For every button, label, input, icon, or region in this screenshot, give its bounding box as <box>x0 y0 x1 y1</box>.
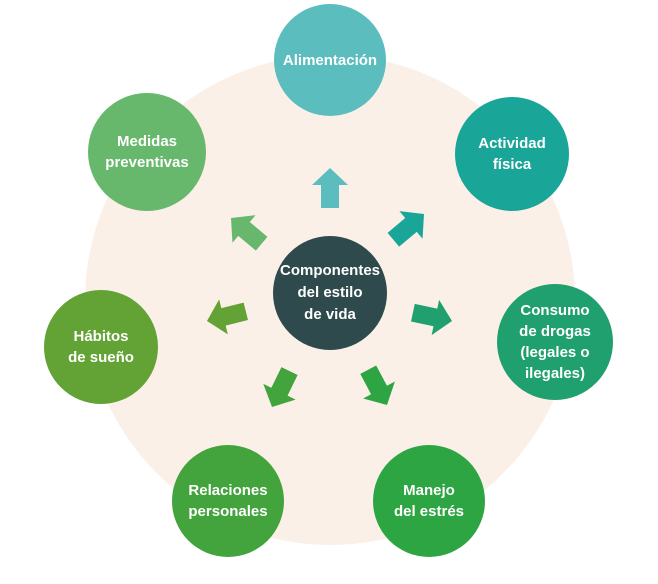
arrow-to-consumo <box>411 299 452 336</box>
node-actividad-fisica: Actividad física <box>455 97 569 211</box>
node-label: Relaciones personales <box>188 482 268 520</box>
arrow-to-manejo <box>360 365 395 405</box>
center-node: Componentes del estilo de vida <box>273 236 387 350</box>
node-label: Consumo de drogas (legales o ilegales) <box>519 302 591 382</box>
node-label: Actividad física <box>478 135 546 173</box>
arrow-to-relaciones <box>263 367 298 407</box>
node-label: Hábitos de sueño <box>68 328 134 366</box>
node-manejo-del-estres: Manejo del estrés <box>373 445 485 557</box>
node-alimentacion: Alimentación <box>274 4 386 116</box>
arrow-to-actividad <box>387 211 424 247</box>
node-medidas-preventivas: Medidas preventivas <box>88 93 206 211</box>
node-consumo-de-drogas: Consumo de drogas (legales o ilegales) <box>497 284 613 400</box>
arrow-to-alimentacion <box>312 168 348 208</box>
center-label: Componentes del estilo de vida <box>280 262 381 323</box>
node-habitos-de-sueno: Hábitos de sueño <box>44 290 158 404</box>
node-label: Alimentación <box>282 51 378 69</box>
node-relaciones-personales: Relaciones personales <box>172 445 284 557</box>
node-label: Manejo del estrés <box>393 482 465 520</box>
node-label: Medidas preventivas <box>105 133 189 171</box>
arrow-to-medidas <box>231 215 268 251</box>
arrow-to-habitos <box>207 299 248 335</box>
